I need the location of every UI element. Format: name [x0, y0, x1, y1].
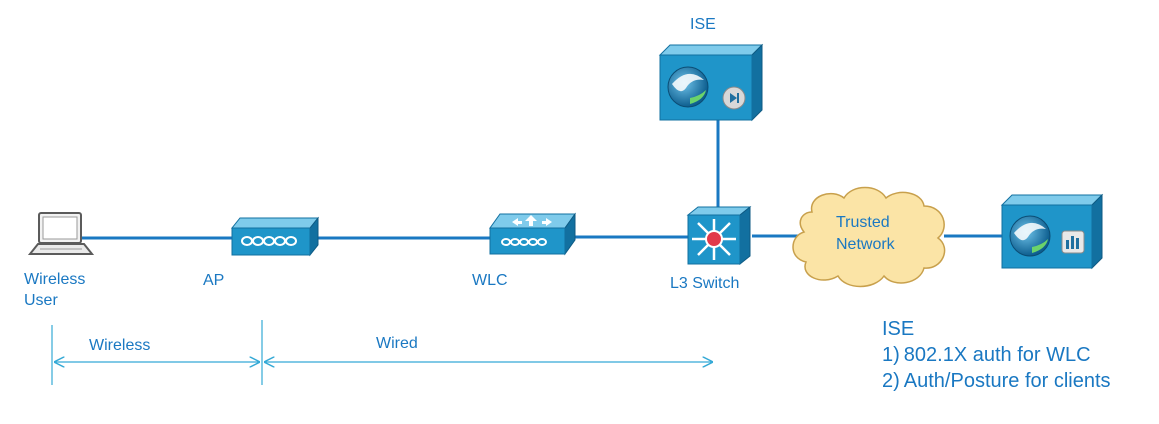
ise-note-item-2: 2) Auth/Posture for clients	[882, 370, 1111, 392]
wireless-span-label: Wireless	[89, 337, 151, 354]
span-markers	[51, 320, 712, 385]
access-point-icon	[230, 216, 320, 257]
ap-label: AP	[203, 272, 225, 289]
trusted-network-label-line2: Network	[836, 236, 895, 253]
links	[82, 120, 1002, 240]
trusted-network-label: Trusted	[836, 214, 890, 231]
wlc-icon	[489, 212, 576, 256]
wlc-label: WLC	[472, 272, 508, 289]
trusted-network-cloud	[792, 186, 946, 288]
l3-switch-label: L3 Switch	[670, 275, 740, 292]
ise-note: ISE 1) 802.1X auth for WLC 2) Auth/Postu…	[882, 316, 1111, 394]
ise-server-icon-right	[1000, 193, 1104, 270]
ise-top-label: ISE	[690, 16, 716, 33]
ise-server-icon-top	[658, 43, 764, 122]
wired-span-label: Wired	[376, 335, 418, 352]
l3-switch-icon	[686, 205, 752, 266]
laptop-icon	[27, 212, 95, 255]
ise-note-item-1: 1) 802.1X auth for WLC	[882, 344, 1091, 366]
wireless-user-label: Wireless	[24, 271, 86, 288]
ise-note-title: ISE	[882, 318, 915, 340]
wireless-user-label-line2: User	[24, 292, 58, 309]
